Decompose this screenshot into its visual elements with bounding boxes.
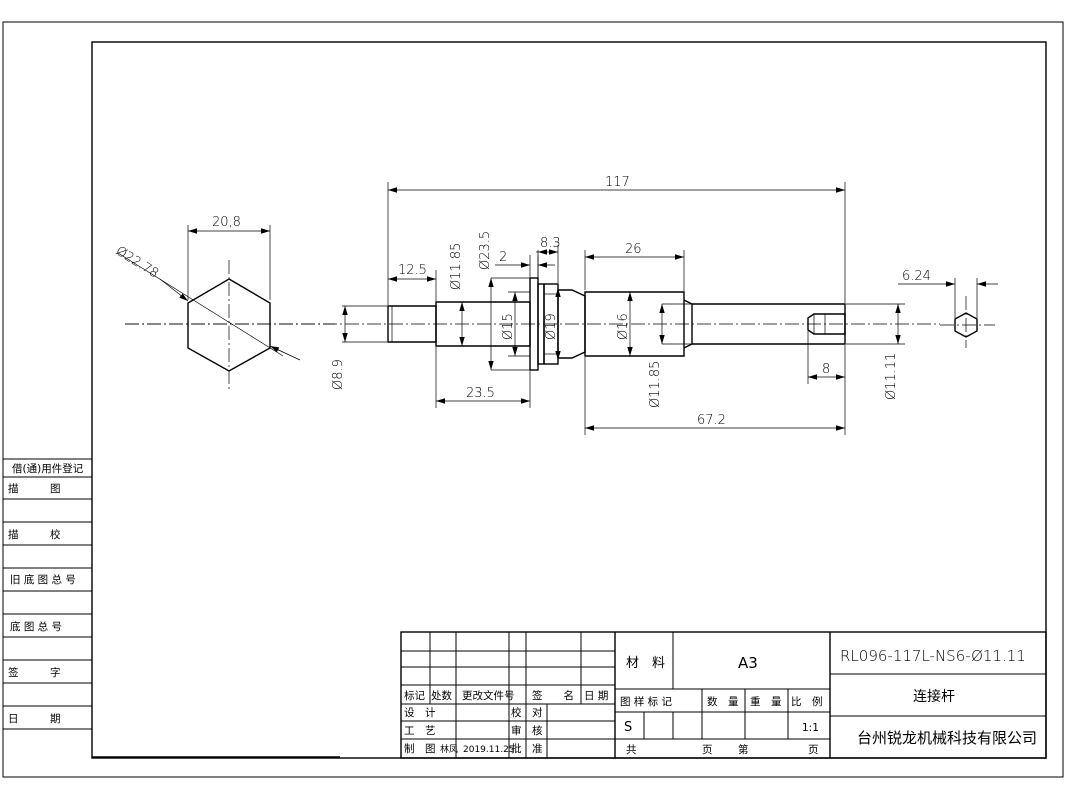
- tb-part-name: 连接杆: [913, 688, 955, 705]
- dim-dia-16: Ø16: [616, 313, 631, 340]
- dim-dia-8-9: Ø8.9: [331, 359, 346, 390]
- side-old-base-no: 旧 底 图 总 号: [10, 573, 76, 586]
- tb-review: 审 核: [511, 724, 543, 737]
- dim-len-23-5: 23.5: [466, 386, 495, 401]
- dim-hex-6-24: 6.24: [902, 269, 931, 284]
- tb-scale: 比 例: [791, 695, 823, 708]
- tb-page2: 页: [808, 744, 819, 756]
- tb-weight: 重 量: [750, 695, 782, 708]
- tb-company: 台州锐龙机械科技有限公司: [857, 729, 1037, 747]
- side-base-no: 底 图 总 号: [10, 620, 62, 633]
- dim-dia-11-11: Ø11.11: [884, 353, 899, 400]
- tb-sheet-no: 第: [738, 743, 749, 756]
- dim-dia-19: Ø19: [544, 313, 559, 340]
- hex-end-view: 20,8 Ø22.78: [113, 215, 335, 390]
- side-trace: 描 图: [8, 482, 61, 495]
- tb-total: 共: [626, 744, 637, 756]
- dim-rear-length: 12.5: [398, 263, 427, 278]
- dim-dia-11-85-a: Ø11.85: [449, 243, 464, 290]
- dim-len-67-2: 67.2: [697, 413, 726, 428]
- small-hex-view: 6.24: [898, 269, 998, 348]
- tb-drafter: 制 图: [404, 742, 436, 755]
- tb-rev-mark: 标记: [404, 690, 425, 702]
- tb-approve: 批 准: [511, 742, 543, 755]
- tb-drawing-mark: 图 样 标 记: [620, 695, 673, 708]
- tb-proofread: 校 对: [511, 706, 543, 719]
- side-panel: 借(通)用件登记 描 图 描 校 旧 底 图 总 号 底 图 总 号 签 字 日…: [3, 458, 92, 730]
- tb-quantity: 数 量: [707, 695, 739, 708]
- dim-dia-23-5: Ø23.5: [478, 231, 493, 270]
- tb-page: 页: [702, 744, 713, 756]
- tb-design: 设 计: [404, 706, 436, 719]
- side-date: 日 期: [8, 713, 61, 725]
- dim-across-corners: Ø22.78: [113, 244, 161, 282]
- tb-drafter-date: 2019.11.25: [463, 745, 515, 755]
- dim-flange-8-3: 8.3: [540, 236, 561, 251]
- dim-across-flats: 20,8: [212, 215, 241, 230]
- dim-len-8: 8: [822, 362, 830, 377]
- tb-drafter-name: 林凤: [440, 743, 458, 755]
- side-register: 借(通)用件登记: [12, 462, 84, 475]
- title-block: 标记 处数 更改文件号 签 名 日 期 设 计 工 艺 制 图 林凤 2019.…: [400, 631, 1047, 759]
- dim-overall-length: 117: [605, 175, 630, 190]
- tb-date: 日 期: [584, 690, 608, 702]
- outer-frame: [2, 21, 1064, 778]
- tb-change-doc: 更改文件号: [462, 689, 515, 702]
- side-signature: 签 字: [8, 666, 61, 679]
- side-trace-check: 描 校: [8, 528, 61, 541]
- dim-dia-15: Ø15: [501, 313, 516, 340]
- shaft-side-view: 117 12.5 Ø11.85 Ø23.5 2 8.3 26: [125, 175, 940, 435]
- dim-dia-11-85-b: Ø11.85: [648, 361, 663, 408]
- tb-mark-value: S: [624, 720, 632, 735]
- tb-sign: 签 名: [532, 689, 574, 702]
- dim-len-26: 26: [625, 242, 642, 257]
- tb-material-label: 材 料: [626, 656, 665, 671]
- tb-scale-value: 1:1: [802, 722, 819, 734]
- dim-flange-2: 2: [499, 250, 507, 265]
- tb-process: 工 艺: [404, 725, 436, 737]
- tb-drawing-no: RL096-117L-NS6-Ø11.11: [840, 647, 1026, 665]
- tb-rev-count: 处数: [431, 689, 452, 702]
- tb-material-value: A3: [738, 654, 758, 672]
